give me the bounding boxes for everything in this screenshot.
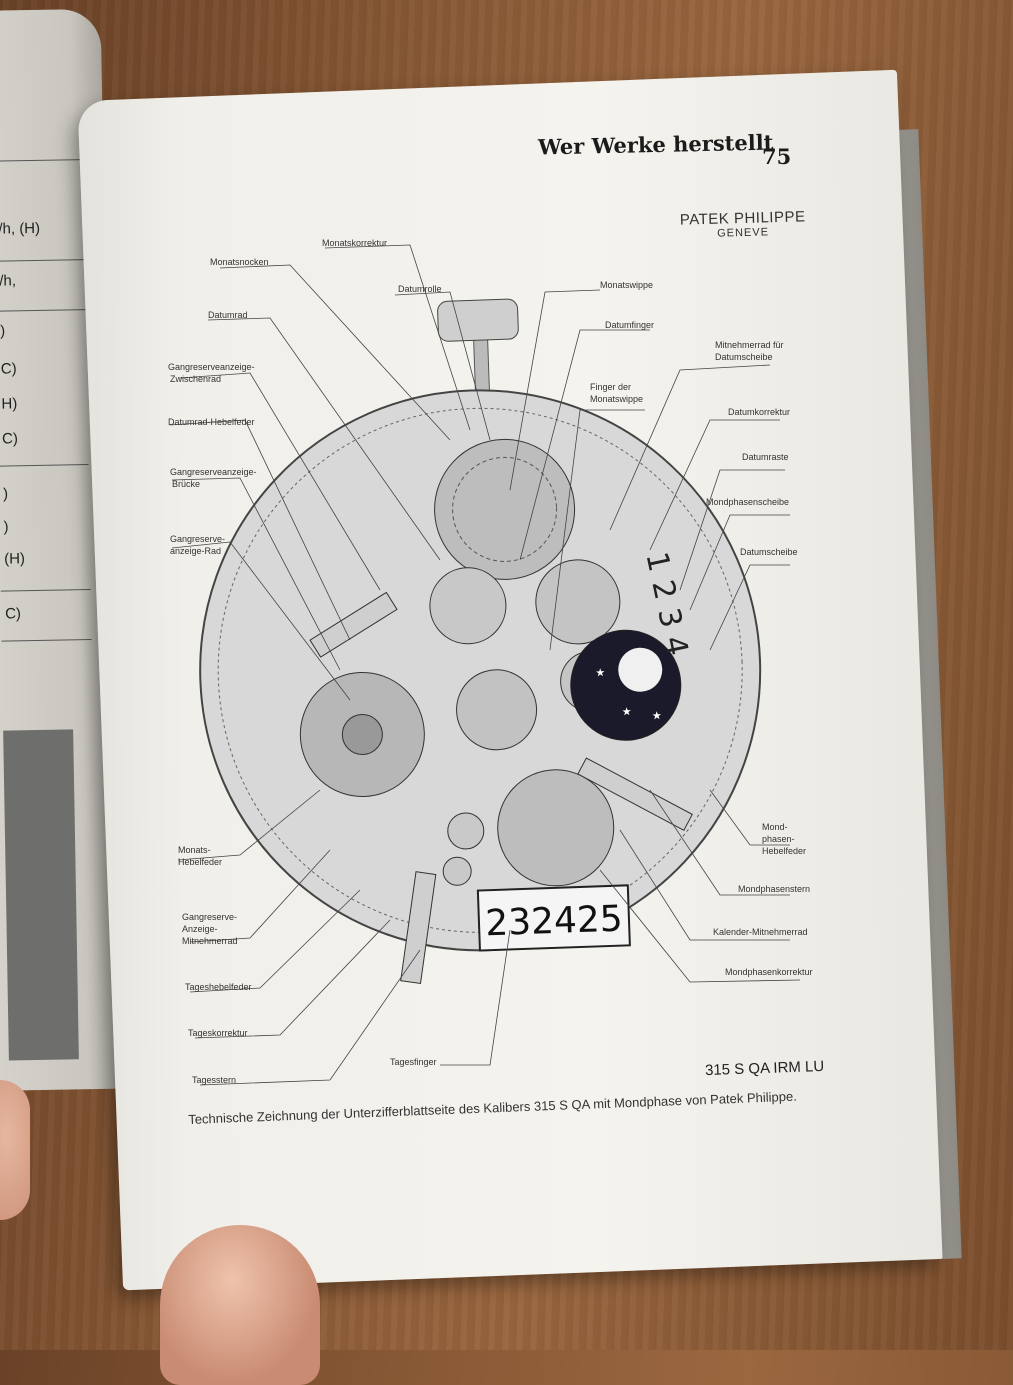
gear-icon (429, 567, 507, 645)
left-fragment: ) (2, 485, 9, 503)
left-fragment: ) (0, 322, 6, 340)
label-gangreserveanzeige: Gangreserveanzeige- (168, 362, 255, 372)
left-fragment: /h, (0, 272, 17, 290)
lever (309, 591, 398, 658)
brand-name: PATEK PHILIPPE (679, 208, 806, 229)
label-monatswippe: Monatswippe (600, 280, 653, 290)
label-mitnehmerrad-fuer: Mitnehmerrad für (715, 340, 784, 350)
gear-icon (456, 669, 538, 751)
label-monatskorrektur: Monatskorrektur (322, 238, 387, 248)
left-fragment: ) (3, 518, 9, 536)
label-tageshebelfeder: Tageshebelfeder (185, 982, 252, 992)
thumb-bottom (160, 1225, 320, 1385)
label-hebelfeder-right: Hebelfeder (762, 846, 806, 856)
label-zwischenrad: Zwischenrad (170, 374, 221, 384)
label-datumrolle: Datumrolle (398, 284, 442, 294)
label-hebelfeder: Hebelfeder (178, 857, 222, 867)
table-rule (0, 589, 91, 592)
table-rule (0, 464, 89, 467)
label-finger-der: Finger der (590, 382, 631, 392)
page-number: 75 (762, 144, 792, 169)
lever (400, 871, 437, 985)
label-tagesstern: Tagesstern (192, 1075, 236, 1085)
left-fragment: C) (0, 360, 17, 378)
label-mondphasenstern: Mondphasenstern (738, 884, 810, 894)
label-gangreserveanzeige-bruecke: Gangreserveanzeige- (170, 467, 257, 477)
gear-icon (447, 812, 485, 850)
chapter-title: Wer Werke herstellt (537, 129, 774, 160)
left-fragment: /h, (H) (0, 219, 41, 238)
label-monatswippe-2: Monatswippe (590, 394, 643, 404)
gear-icon (442, 856, 472, 886)
label-mondphasenkorrektur: Mondphasenkorrektur (725, 967, 813, 977)
label-datumkorrektur: Datumkorrektur (728, 407, 790, 417)
label-datumraste: Datumraste (742, 452, 789, 462)
left-fragment: H) (1, 395, 18, 413)
table-rule (0, 159, 84, 162)
day-window-digits: 232425 (485, 899, 624, 945)
label-datumfinger: Datumfinger (605, 320, 654, 330)
label-anzeige: Anzeige- (182, 924, 218, 934)
label-gangreserve-2: Gangreserve- (182, 912, 237, 922)
label-monats: Monats- (178, 845, 211, 855)
leader-lines (169, 244, 801, 1086)
label-datumscheibe-a: Datumscheibe (715, 352, 773, 362)
star-icon: ★ (622, 706, 632, 718)
left-fragment: C) (1, 430, 19, 448)
gear-icon (497, 769, 615, 887)
gear-teeth (452, 456, 558, 562)
plate-perlage-ring (217, 407, 743, 933)
star-icon: ★ (652, 710, 662, 722)
balance-hub (341, 713, 383, 755)
gear-icon (535, 559, 621, 645)
table-rule (0, 259, 85, 262)
label-gangreserve: Gangreserve- (170, 534, 225, 544)
grey-photo-block (3, 729, 79, 1061)
label-monatsnocken: Monatsnocken (210, 257, 269, 267)
label-datumrad-hebelfeder: Datumrad-Hebelfeder (168, 417, 255, 427)
table-rule (0, 309, 86, 312)
moon-icon (618, 647, 663, 692)
label-anzeige-rad: anzeige-Rad (170, 546, 221, 556)
table-rule (1, 639, 92, 642)
label-tageskorrektur: Tageskorrektur (188, 1028, 248, 1038)
thumb-left (0, 1080, 30, 1220)
label-bruecke: Brücke (172, 479, 200, 489)
star-icon: ★ (595, 667, 605, 679)
label-mond: Mond- (762, 822, 788, 832)
label-tagesfinger: Tagesfinger (390, 1057, 437, 1067)
label-phasen: phasen- (762, 834, 795, 844)
label-datumrad: Datumrad (208, 310, 248, 320)
gear-icon (434, 438, 576, 580)
lever (577, 757, 693, 831)
day-window (476, 884, 631, 952)
label-mondphasenscheibe: Mondphasenscheibe (706, 497, 789, 507)
left-fragment: (H) (4, 550, 26, 568)
label-datumscheibe: Datumscheibe (740, 547, 798, 557)
left-fragment: C) (4, 605, 22, 623)
movement-diagram: ★ ★ ★ 1 2 3 4 232425 (168, 238, 813, 1086)
crown-icon (437, 298, 519, 342)
label-kalender-mitnehmerrad: Kalender-Mitnehmerrad (713, 927, 808, 937)
label-mitnehmerrad: Mitnehmerrad (182, 936, 238, 946)
